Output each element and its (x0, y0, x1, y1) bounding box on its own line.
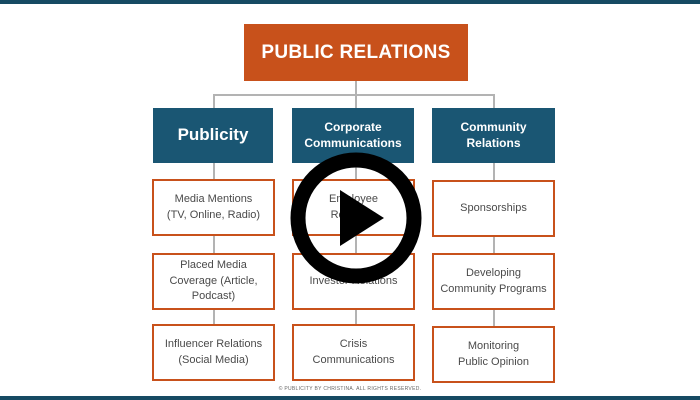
play-button[interactable] (288, 150, 424, 286)
item-developing-community-programs: Developing Community Programs (432, 253, 555, 310)
copyright-notice: © PUBLICITY BY CHRISTINA. ALL RIGHTS RES… (278, 386, 422, 392)
connector-title-down (355, 81, 357, 95)
connector-horizontal (213, 94, 495, 96)
column-header-corporate-communications: Corporate Communications (292, 108, 414, 163)
item-sponsorships: Sponsorships (432, 180, 555, 237)
column-header-publicity: Publicity (153, 108, 273, 163)
connector-col-2 (355, 94, 357, 108)
item-monitoring-public-opinion: Monitoring Public Opinion (432, 326, 555, 383)
play-icon (290, 152, 422, 284)
connector-col-3 (493, 94, 495, 108)
item-media-mentions: Media Mentions (TV, Online, Radio) (152, 179, 275, 236)
column-header-community-relations: Community Relations (432, 108, 555, 163)
item-placed-media-coverage: Placed Media Coverage (Article, Podcast) (152, 253, 275, 310)
item-crisis-communications: Crisis Communications (292, 324, 415, 381)
frame-bottom-bar (0, 396, 700, 400)
item-influencer-relations: Influencer Relations (Social Media) (152, 324, 275, 381)
frame-top-bar (0, 0, 700, 4)
diagram-title: PUBLIC RELATIONS (244, 24, 468, 81)
connector-col-1 (213, 94, 215, 108)
